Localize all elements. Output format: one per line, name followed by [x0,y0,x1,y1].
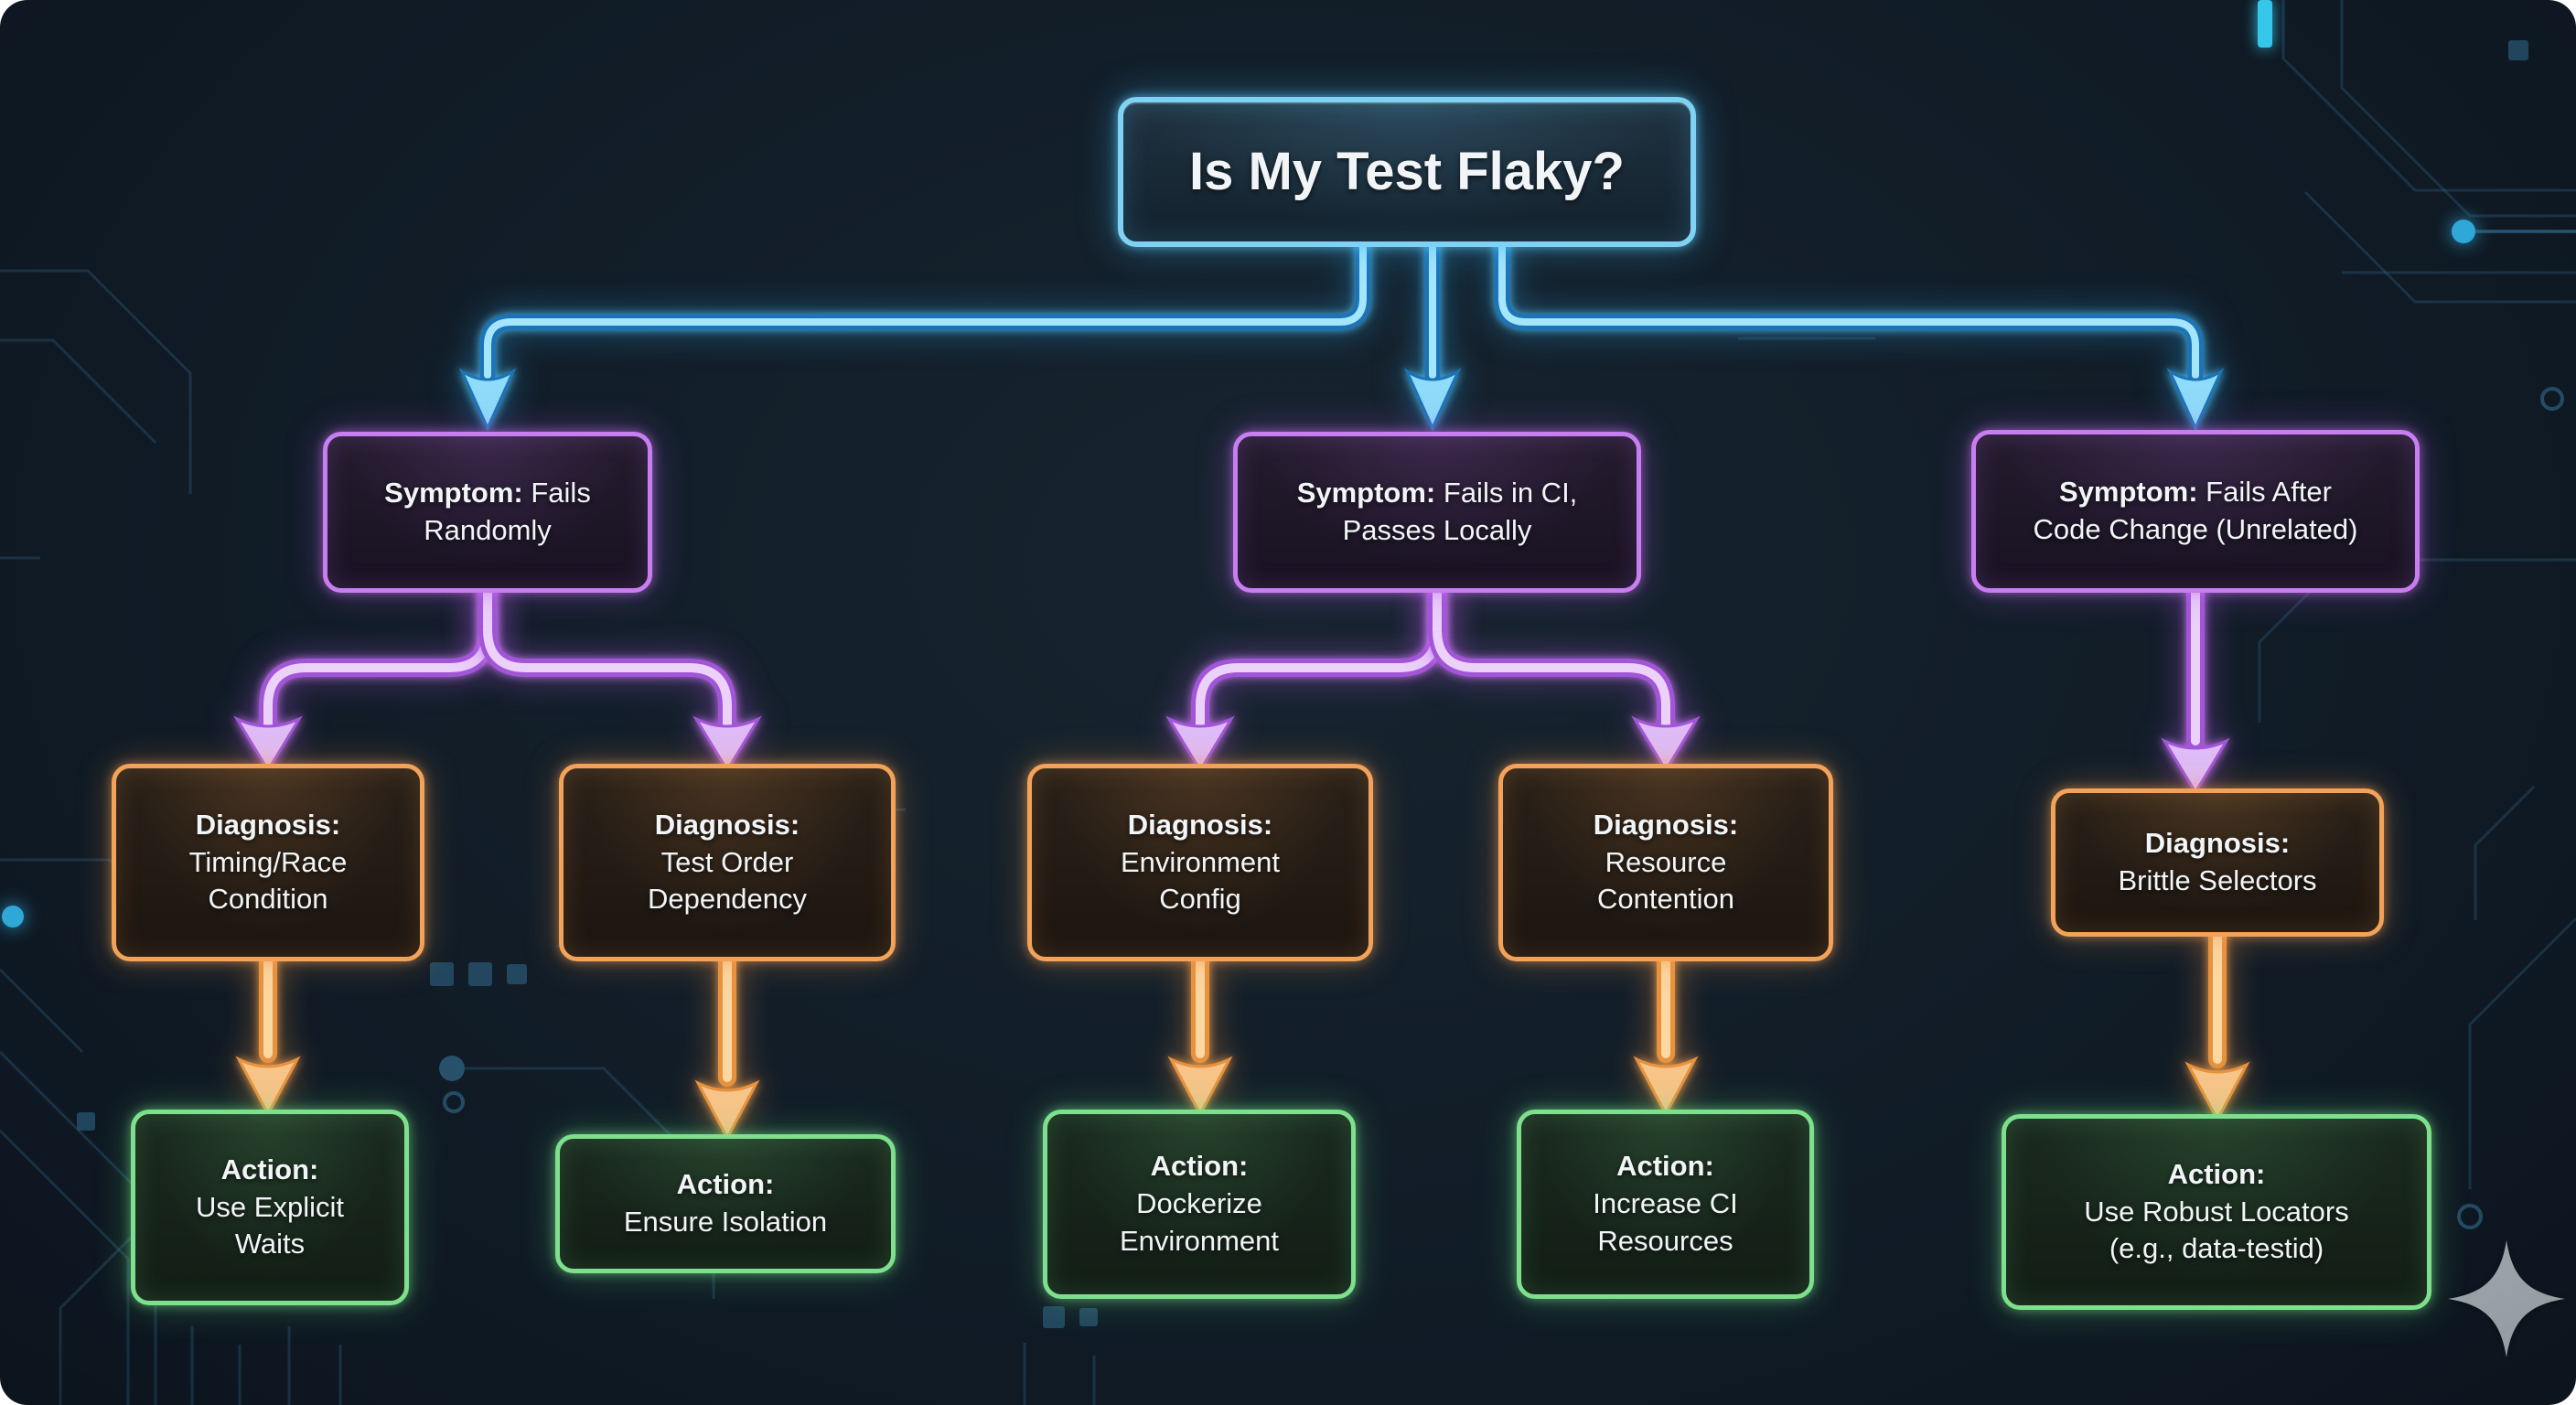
diagnosis-node-brittle-selectors: Diagnosis: Brittle Selectors [2051,788,2384,937]
connector-diagnosis3-to-action3 [1167,952,1233,1118]
connector-title-to-symptom-3 [1494,237,2225,432]
action-node-dockerize-environment: Action: Dockerize Environment [1043,1110,1356,1299]
diagnosis-node-test-order-dependency: Diagnosis: Test Order Dependency [559,764,896,961]
connector-symptom3-to-diagnosis5 [2161,584,2230,795]
connector-symptom2-to-diagnosis4 [1428,584,1701,773]
root-question-text: Is My Test Flaky? [1189,141,1625,201]
symptom-node-fails-in-ci: Symptom: Fails in CI, Passes Locally [1233,432,1641,593]
action-node-ensure-isolation: Action: Ensure Isolation [555,1134,896,1273]
connector-title-to-symptom-1 [458,237,1371,432]
connector-symptom1-to-diagnosis1 [233,584,497,773]
action-node-use-robust-locators: Action: Use Robust Locators (e.g., data-… [2002,1114,2431,1310]
connector-diagnosis2-to-action2 [694,952,760,1142]
connector-diagnosis1-to-action1 [235,952,301,1118]
sparkle-icon [2448,1240,2565,1357]
diagnosis-node-resource-contention: Diagnosis: Resource Contention [1498,764,1833,961]
diagnosis-node-environment-config: Diagnosis: Environment Config [1027,764,1373,961]
action-node-increase-ci-resources: Action: Increase CI Resources [1517,1110,1814,1299]
connector-diagnosis5-to-action5 [2184,928,2250,1123]
connector-diagnosis4-to-action4 [1633,952,1699,1118]
diagnosis-node-timing-race-condition: Diagnosis: Timing/Race Condition [112,764,424,961]
symptom-node-fails-after-code-change: Symptom: Fails After Code Change (Unrela… [1971,430,2420,593]
symptom-node-fails-randomly: Symptom: Fails Randomly [323,432,652,593]
connector-title-to-symptom-2 [1403,237,1462,432]
action-node-use-explicit-waits: Action: Use Explicit Waits [131,1110,409,1305]
root-question-node: Is My Test Flaky? [1118,97,1696,247]
connector-symptom2-to-diagnosis3 [1165,584,1446,773]
connector-symptom1-to-diagnosis2 [478,584,762,773]
